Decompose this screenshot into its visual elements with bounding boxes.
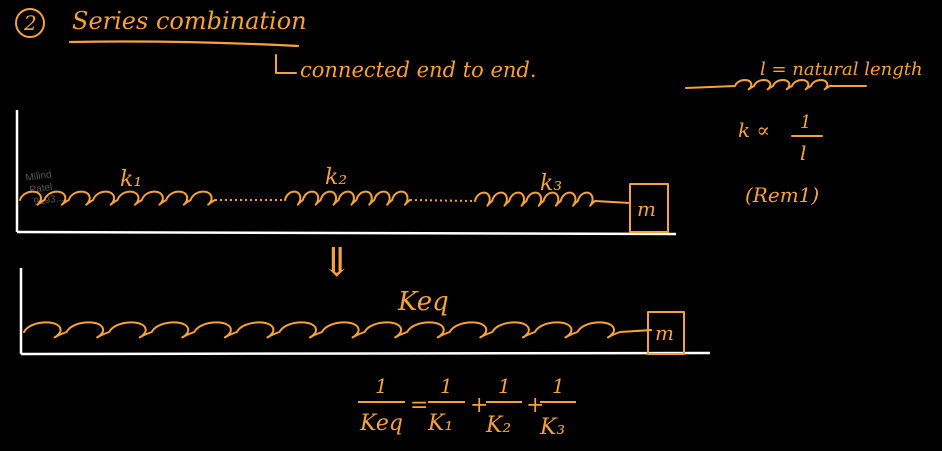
formula-plus-2: + (526, 393, 544, 418)
connector-2 (409, 199, 476, 202)
section-subtitle: connected end to end. (300, 58, 537, 82)
proportionality-denominator: l (800, 141, 806, 165)
series-formula: 1 Keq = 1 K₁ + 1 K₂ + 1 K₃ (358, 374, 576, 440)
formula-term-1-numerator: 1 (440, 374, 453, 398)
section-title: Series combination (72, 7, 307, 35)
spring-k3 (474, 191, 596, 207)
formula-term-3-denominator: K₃ (539, 415, 565, 440)
label-k3: k₃ (540, 171, 562, 196)
label-keq: Keq (397, 287, 449, 317)
formula-term-1-denominator: K₁ (427, 411, 453, 436)
formula-plus-1: + (470, 393, 488, 418)
label-k1: k₁ (120, 167, 142, 192)
remark-text: (Rem1) (745, 183, 819, 207)
top-mass-block (629, 183, 669, 233)
proportionality-numerator: 1 (800, 112, 811, 133)
top-diagram: k₁ k₂ k₃ m (15, 110, 677, 236)
section-number: 2 (23, 11, 37, 35)
formula-term-2-numerator: 1 (498, 374, 511, 398)
equivalence-arrow: ⇓ (320, 240, 354, 286)
bottom-diagram: Keq m (19, 268, 711, 356)
formula-lhs-denominator: Keq (359, 411, 403, 436)
bottom-mass-label: m (655, 321, 674, 345)
bottom-mass-block (647, 311, 685, 355)
formula-term-3-numerator: 1 (552, 374, 565, 398)
watermark-line-1: Milind (25, 169, 52, 184)
natural-length-label: l = natural length (760, 59, 923, 80)
subtitle-hook (275, 54, 297, 74)
side-note: l = natural length k ∝ 1 l (Rem1) (685, 59, 923, 207)
header: 2 Series combination connected end to en… (15, 7, 537, 82)
top-floor (16, 230, 677, 236)
proportionality-text: k ∝ (738, 118, 770, 142)
connector-3 (594, 200, 631, 204)
label-k2: k₂ (325, 165, 347, 190)
top-mass-label: m (637, 197, 656, 221)
spring-k2 (284, 190, 411, 206)
bottom-floor (20, 351, 711, 356)
watermark: Milind Patel 9193... (25, 169, 65, 208)
spring-k1 (19, 190, 216, 206)
title-underline (68, 40, 300, 48)
side-spring (685, 79, 867, 91)
spring-keq (23, 321, 621, 339)
formula-lhs-numerator: 1 (375, 374, 388, 398)
formula-equals: = (410, 393, 428, 418)
section-number-circle (15, 8, 45, 38)
formula-term-2-denominator: K₂ (485, 413, 511, 438)
keq-connector (619, 329, 653, 333)
